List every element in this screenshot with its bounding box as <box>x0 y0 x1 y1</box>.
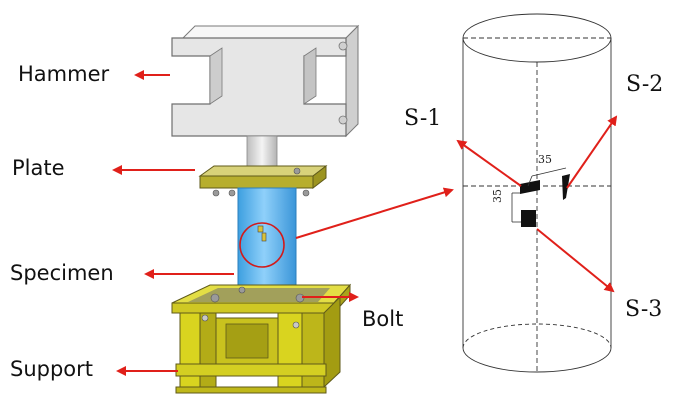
gauge-highlight-circle <box>239 222 285 268</box>
detail-arrow <box>295 187 454 239</box>
support-label: Support <box>10 357 94 381</box>
gauge-s1-label: S-1 <box>404 106 442 131</box>
gauge-s3-label: S-3 <box>625 297 663 322</box>
hammer-label: Hammer <box>18 62 110 86</box>
dimension-horizontal: 35 <box>538 153 552 166</box>
detail-cylinder <box>462 13 612 373</box>
gauge-s2 <box>562 174 570 200</box>
bolt-label: Bolt <box>362 307 404 331</box>
gauge-arrows <box>456 115 618 293</box>
gauge-s3 <box>521 210 536 227</box>
label-arrows <box>112 70 454 376</box>
dimension-lines <box>511 167 567 223</box>
gauge-s2-label: S-2 <box>626 72 664 97</box>
gauge-s1 <box>520 180 540 194</box>
specimen-label: Specimen <box>10 261 114 285</box>
plate-label: Plate <box>12 156 65 180</box>
dimension-vertical: 35 <box>491 189 504 203</box>
strain-gauges <box>520 174 570 227</box>
s3-arrow <box>536 228 615 293</box>
s2-arrow <box>566 115 618 189</box>
hammer <box>171 24 360 167</box>
s1-arrow <box>456 139 522 187</box>
support <box>171 283 352 394</box>
